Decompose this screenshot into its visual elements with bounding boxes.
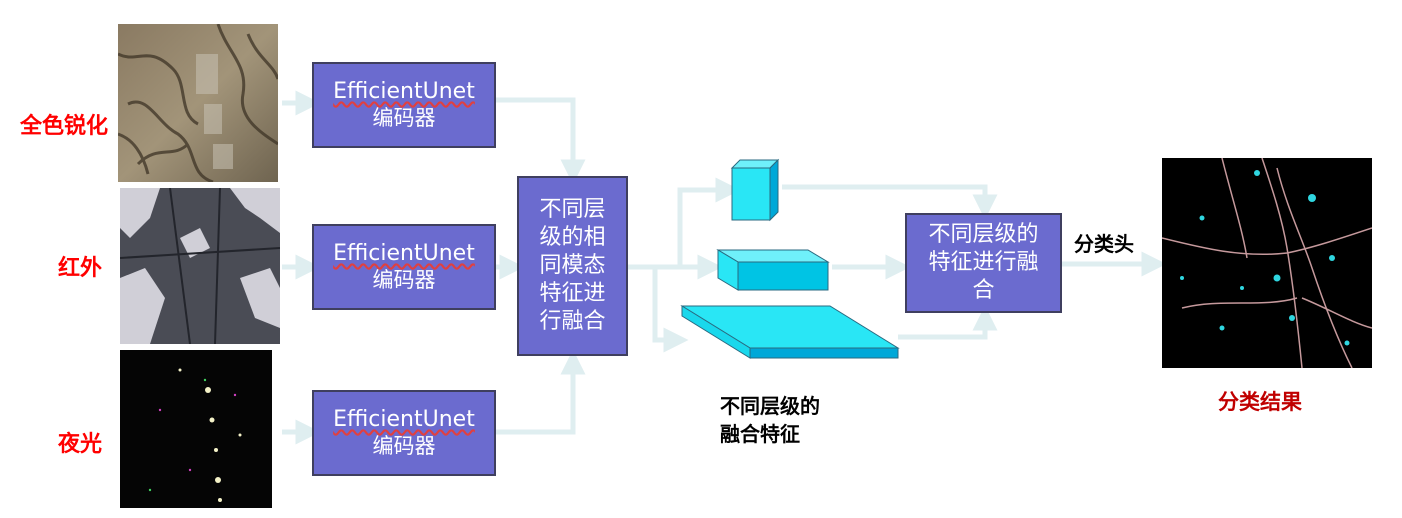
night-image <box>120 350 272 508</box>
fusion-line: 同模态 <box>539 253 606 278</box>
encoder-box-night: EfficientUnet 编码器 <box>312 390 496 476</box>
multimodal-fusion-box: 不同层 级的相 同模态 特征进 行融合 <box>517 176 628 356</box>
fusion-line: 行融合 <box>539 309 606 334</box>
multilevel-caption: 不同层级的 融合特征 <box>720 392 820 448</box>
pan-image <box>118 24 278 182</box>
ir-image <box>120 188 280 344</box>
encoder-title: EfficientUnet <box>333 407 475 432</box>
multilevel-caption-line2: 融合特征 <box>720 422 800 446</box>
level-fusion-line: 特征进行融 <box>928 250 1039 275</box>
feature-cube-small <box>730 158 780 222</box>
encoder-subtitle: 编码器 <box>372 106 436 130</box>
result-image <box>1162 158 1372 368</box>
classification-head-label: 分类头 <box>1074 232 1134 256</box>
fusion-line: 不同层 <box>539 197 606 222</box>
feature-cube-large <box>680 305 900 359</box>
fusion-line: 级的相 <box>539 225 606 250</box>
encoder-subtitle: 编码器 <box>372 268 436 292</box>
level-fusion-line: 不同层级的 <box>928 222 1039 247</box>
arrow-fusion-to-level3 <box>652 267 689 353</box>
arrow-level3-to-fuse <box>898 305 998 340</box>
level-fusion-line: 合 <box>972 278 995 303</box>
pan-label: 全色锐化 <box>20 114 109 139</box>
encoder-title: EfficientUnet <box>333 79 475 104</box>
night-label: 夜光 <box>58 432 103 457</box>
arrow-enc3-to-fusion <box>496 349 586 435</box>
feature-cube-medium <box>716 249 830 291</box>
multilevel-caption-line1: 不同层级的 <box>720 394 820 418</box>
encoder-title: EfficientUnet <box>333 241 475 266</box>
encoder-subtitle: 编码器 <box>372 434 436 458</box>
level-fusion-box: 不同层级的 特征进行融 合 <box>905 213 1062 313</box>
encoder-box-pan: EfficientUnet 编码器 <box>312 62 496 148</box>
encoder-box-ir: EfficientUnet 编码器 <box>312 224 496 310</box>
arrow-level1-to-fuse <box>782 184 998 220</box>
arrow-enc1-to-fusion <box>496 97 586 185</box>
fusion-line: 特征进 <box>539 281 606 306</box>
result-label: 分类结果 <box>1218 390 1302 414</box>
ir-label: 红外 <box>58 256 103 281</box>
